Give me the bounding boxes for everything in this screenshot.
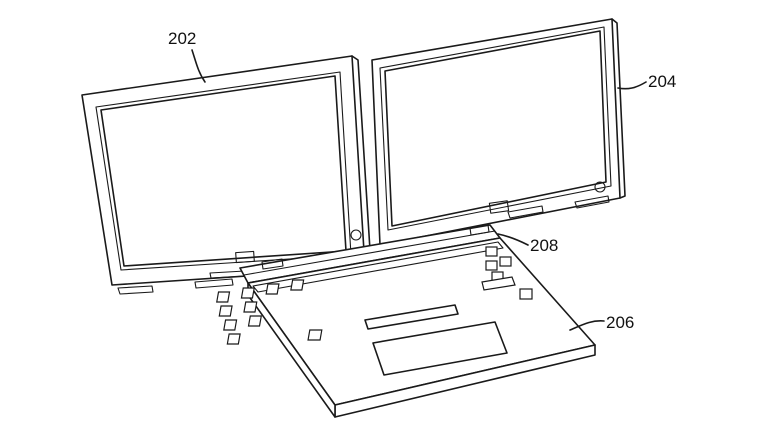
right-display	[371, 18, 626, 246]
base-unit	[216, 237, 596, 418]
label-202-text: 202	[168, 29, 196, 48]
label-208: 208	[497, 233, 558, 255]
trackpad	[372, 321, 508, 376]
label-204-text: 204	[648, 72, 676, 91]
label-208-text: 208	[530, 236, 558, 255]
right-key-cluster	[481, 246, 533, 300]
label-206: 206	[569, 313, 634, 332]
left-key-cluster	[216, 279, 323, 345]
label-206-text: 206	[606, 313, 634, 332]
label-204: 204	[617, 72, 676, 91]
touch-strip	[364, 304, 459, 330]
label-202: 202	[168, 29, 206, 83]
